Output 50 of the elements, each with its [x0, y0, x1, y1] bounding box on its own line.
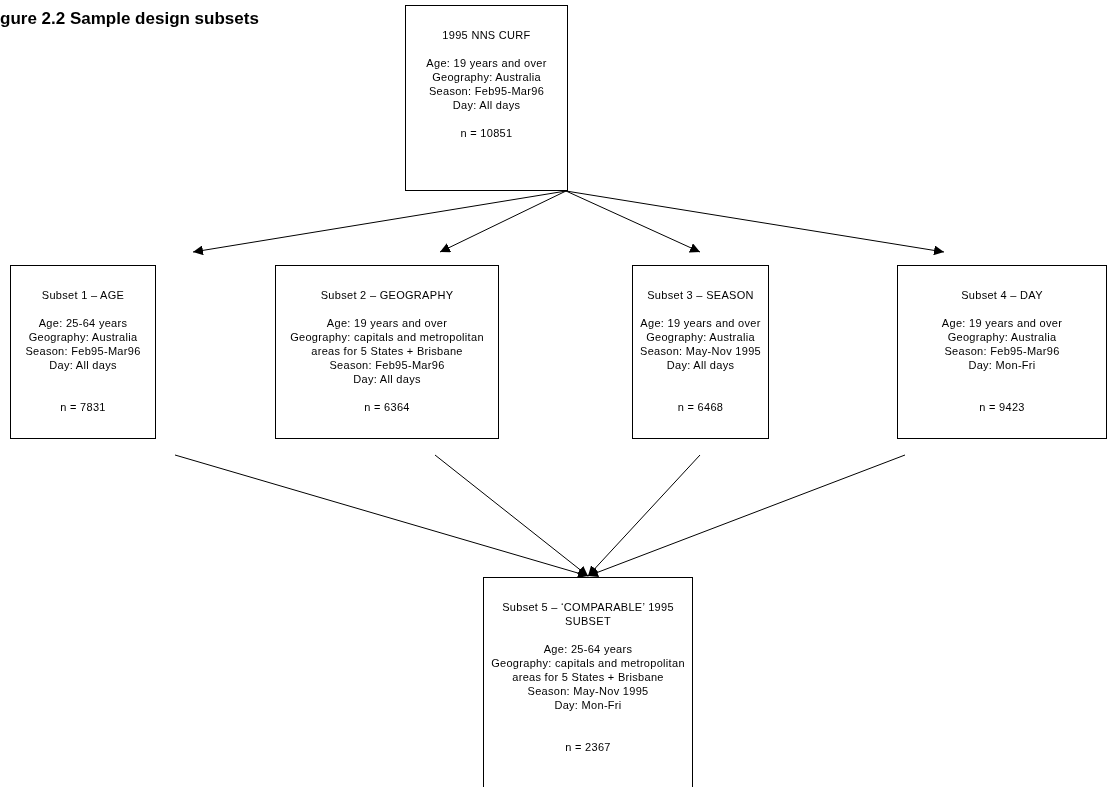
sample-size: n = 2367: [564, 740, 612, 754]
criterion-text: Day: All days: [352, 372, 422, 386]
criterion-text: Day: All days: [451, 98, 522, 112]
arrow: [174, 454, 589, 578]
criterion-text: Age: 25-64 years: [542, 642, 634, 656]
criterion-text: Geography: Australia: [645, 330, 756, 344]
criterion-text: Geography: capitals and metropolitan areas for 5 States + Brisbane: [289, 330, 485, 358]
subset-box: [897, 265, 1107, 439]
sample-size: n = 6468: [676, 400, 725, 414]
box-heading: Subset 1 – AGE: [40, 288, 126, 302]
figure-title: gure 2.2 Sample design subsets: [0, 9, 259, 29]
sample-size: n = 10851: [459, 126, 514, 140]
box-heading: Subset 5 – ‘COMPARABLE’ 1995 SUBSET: [501, 600, 675, 628]
subset-box: [483, 577, 693, 787]
criterion-text: Geography: Australia: [27, 330, 139, 344]
sample-size: n = 6364: [363, 400, 411, 414]
criterion-text: Day: Mon-Fri: [553, 698, 623, 712]
criterion-text: Day: All days: [48, 358, 118, 372]
criterion-text: Season: May-Nov 1995: [526, 684, 650, 698]
criterion-text: Season: Feb95-Mar96: [943, 344, 1061, 358]
sample-size: n = 9423: [978, 400, 1026, 414]
arrow: [434, 454, 589, 577]
arrow: [565, 190, 945, 256]
subset-box: [632, 265, 769, 439]
sample-size: n = 7831: [59, 400, 107, 414]
arrow: [587, 454, 906, 578]
criterion-text: Day: All days: [665, 358, 736, 372]
criterion-text: Season: Feb95-Mar96: [24, 344, 142, 358]
subset-box: [405, 5, 568, 191]
criterion-text: Season: May-Nov 1995: [639, 344, 762, 358]
criterion-text: Age: 19 years and over: [639, 316, 762, 330]
criterion-text: Geography: Australia: [431, 70, 542, 84]
box-heading: Subset 2 – GEOGRAPHY: [319, 288, 455, 302]
criterion-text: Age: 19 years and over: [425, 56, 548, 70]
arrow: [565, 190, 701, 253]
criterion-text: Age: 25-64 years: [37, 316, 129, 330]
criterion-text: Season: Feb95-Mar96: [328, 358, 446, 372]
box-heading: Subset 4 – DAY: [960, 288, 1044, 302]
box-heading: Subset 3 – SEASON: [646, 288, 755, 302]
criterion-text: Age: 19 years and over: [325, 316, 449, 330]
criterion-text: Day: Mon-Fri: [967, 358, 1037, 372]
criterion-text: Geography: capitals and metropolitan areas for 5 States + Brisbane: [490, 656, 686, 684]
criterion-text: Season: Feb95-Mar96: [427, 84, 546, 98]
arrow: [587, 454, 701, 577]
box-heading: 1995 NNS CURF: [441, 28, 532, 42]
subset-box: [275, 265, 499, 439]
subset-box: [10, 265, 156, 439]
criterion-text: Geography: Australia: [946, 330, 1058, 344]
arrow: [439, 190, 567, 253]
criterion-text: Age: 19 years and over: [940, 316, 1064, 330]
